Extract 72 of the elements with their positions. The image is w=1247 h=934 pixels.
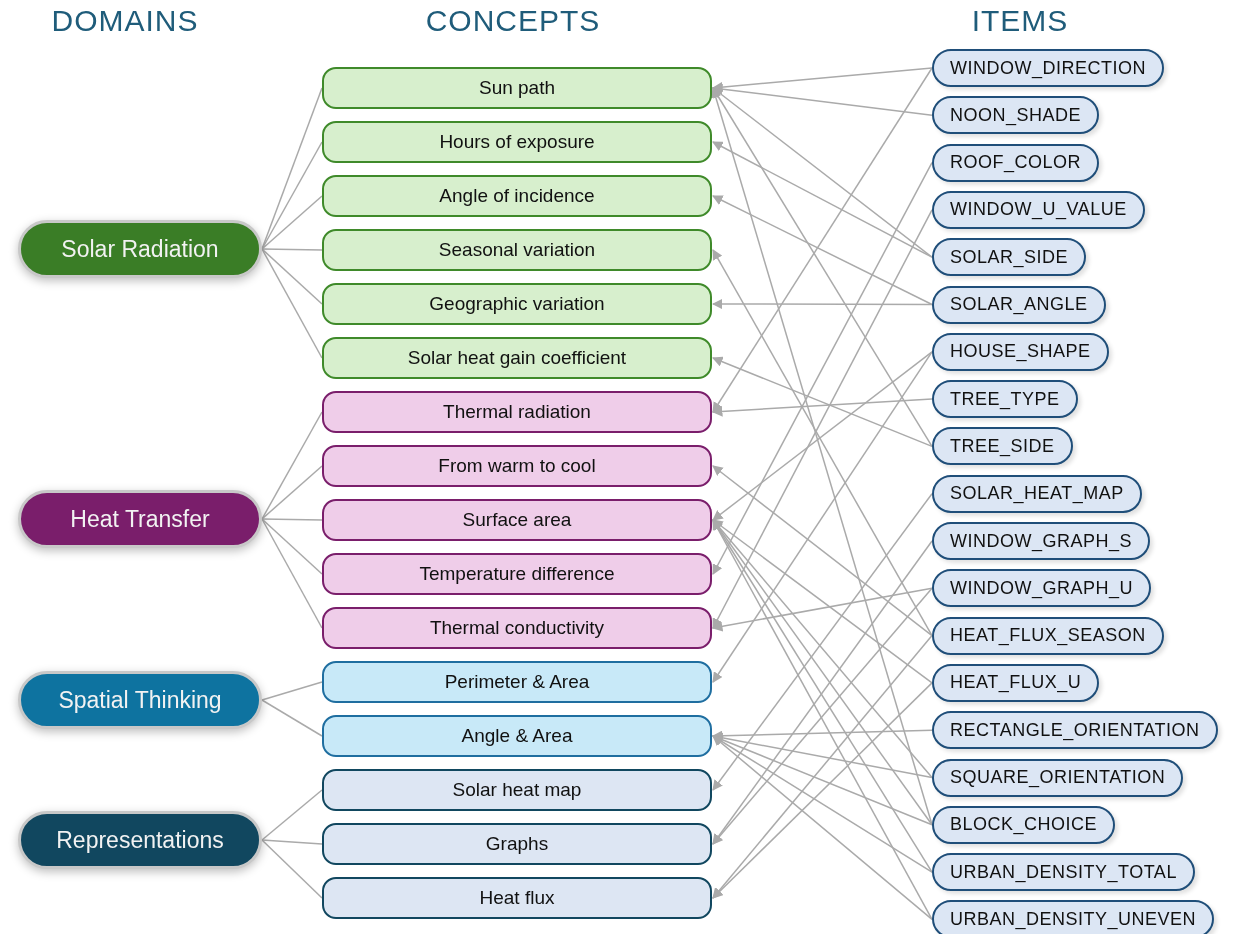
arrow (712, 351, 933, 683)
connector-line (261, 248, 323, 305)
item-pill: WINDOW_U_VALUE (932, 190, 1145, 229)
column-heading: ITEMS (971, 4, 1069, 38)
item-pill: SOLAR_HEAT_MAP (932, 474, 1142, 513)
connector-line (261, 195, 323, 250)
connector-line (261, 248, 323, 359)
item-pill: WINDOW_GRAPH_S (932, 522, 1151, 560)
column-heading: CONCEPTS (425, 4, 601, 38)
connector-line (261, 411, 323, 520)
concept-box: Heat flux (322, 877, 712, 919)
item-pill: HOUSE_SHAPE (932, 332, 1109, 371)
concept-box: Temperature difference (322, 553, 712, 595)
arrow (712, 141, 933, 258)
item-pill: ROOF_COLOR (932, 143, 1100, 182)
arrow (711, 298, 933, 310)
item-pill: TREE_SIDE (932, 427, 1073, 466)
concept-box: Geographic variation (322, 283, 712, 325)
connector-line (261, 789, 323, 841)
domain-pill: Solar Radiation (18, 220, 262, 278)
arrow (712, 161, 933, 575)
concept-box: Seasonal variation (322, 229, 712, 271)
domain-pill: Representations (18, 811, 262, 869)
arrow (712, 356, 933, 448)
concept-box: Perimeter & Area (322, 661, 712, 703)
item-pill: HEAT_FLUX_SEASON (932, 616, 1164, 655)
concept-box: Solar heat gain coefficient (322, 337, 712, 379)
concept-box: From warm to cool (322, 445, 712, 487)
item-pill: SQUARE_ORIENTATION (932, 758, 1184, 797)
connector-line (261, 681, 323, 701)
item-pill: SOLAR_SIDE (932, 238, 1087, 277)
item-pill: URBAN_DENSITY_UNEVEN (932, 900, 1215, 934)
connector-line (261, 518, 323, 575)
item-pill: TREE_TYPE (932, 380, 1078, 419)
connector-line (261, 465, 323, 520)
item-pill: WINDOW_DIRECTION (932, 49, 1164, 87)
concept-box: Thermal conductivity (322, 607, 712, 649)
domain-pill: Heat Transfer (18, 490, 262, 548)
item-pill: URBAN_DENSITY_TOTAL (932, 853, 1195, 892)
domain-pill: Spatial Thinking (18, 671, 262, 729)
connector-line (261, 248, 323, 251)
concept-box: Surface area (322, 499, 712, 541)
arrow (712, 682, 933, 899)
connector-line (261, 839, 323, 899)
concept-box: Graphs (322, 823, 712, 865)
item-pill: HEAT_FLUX_U (932, 663, 1100, 702)
concept-box: Thermal radiation (322, 391, 712, 433)
item-pill: NOON_SHADE (932, 96, 1100, 135)
concept-box: Angle & Area (322, 715, 712, 757)
arrow (712, 634, 933, 899)
item-pill: SOLAR_ANGLE (932, 285, 1106, 324)
arrow (711, 398, 933, 417)
connector-line (261, 699, 323, 737)
concept-box: Solar heat map (322, 769, 712, 811)
connector-line (261, 518, 323, 629)
item-pill: BLOCK_CHOICE (932, 805, 1116, 844)
item-pill: RECTANGLE_ORIENTATION (932, 711, 1218, 750)
connector-line (261, 839, 323, 845)
connector-line (261, 518, 323, 521)
arrow (712, 351, 933, 521)
concept-box: Angle of incidence (322, 175, 712, 217)
item-pill: WINDOW_GRAPH_U (932, 569, 1151, 608)
arrow (712, 735, 933, 921)
arrow (712, 519, 933, 684)
connector-line (261, 141, 323, 250)
arrow (711, 587, 933, 632)
arrow (712, 465, 933, 637)
concept-box: Hours of exposure (322, 121, 712, 163)
column-heading: DOMAINS (51, 4, 199, 38)
concept-box: Sun path (322, 67, 712, 109)
arrow (712, 195, 933, 306)
arrow (712, 587, 933, 845)
